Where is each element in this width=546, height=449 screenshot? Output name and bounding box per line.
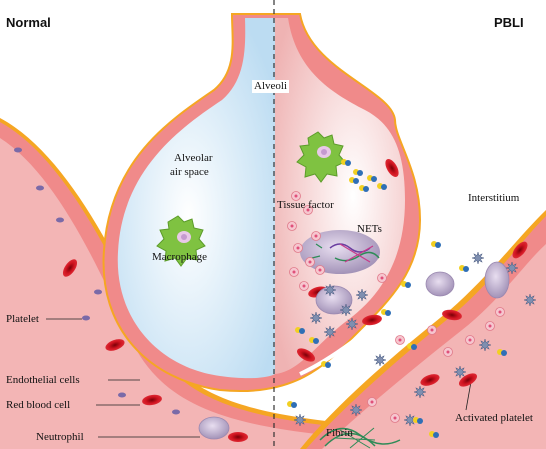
label-interstitium: Interstitium (468, 192, 520, 204)
factor-dot-blue (363, 186, 369, 192)
activated-platelet (523, 293, 537, 307)
activated-platelet (309, 311, 323, 325)
activated-platelet (293, 413, 307, 427)
factor-dot-blue (385, 310, 391, 316)
red-blood-cell (442, 309, 462, 321)
activated-platelet (413, 385, 427, 399)
tissue-factor-core (306, 208, 310, 212)
tissue-factor-core (294, 194, 298, 198)
activated-platelet (478, 338, 492, 352)
red-blood-cell (362, 314, 382, 326)
neutrophil (425, 271, 455, 297)
activated-platelet (349, 403, 363, 417)
factor-dot-blue (501, 350, 507, 356)
platelet (118, 392, 126, 398)
tissue-factor-core (398, 338, 402, 342)
factor-dot-blue (353, 178, 359, 184)
activated-platelet (373, 353, 387, 367)
fibrin-mesh (319, 427, 401, 449)
red-blood-cell (142, 394, 162, 406)
factor-dot-blue (325, 362, 331, 368)
factor-dot-blue (313, 338, 319, 344)
neutrophil (198, 416, 230, 440)
tissue-factor-core (292, 270, 296, 274)
label-air-space: air space (170, 166, 209, 178)
tissue-factor-core (290, 224, 294, 228)
red-blood-cell (296, 348, 316, 362)
label-nets: NETs (357, 223, 382, 235)
tissue-factor-core (380, 276, 384, 280)
tissue-factor-core (314, 234, 318, 238)
activated-platelet (345, 317, 359, 331)
factor-dot-blue (381, 184, 387, 190)
factor-dot-blue (291, 402, 297, 408)
leader-lines (46, 318, 473, 438)
tissue-factor-core (302, 284, 306, 288)
factor-dot-blue (463, 266, 469, 272)
red-blood-cell (420, 374, 440, 386)
red-blood-cell (62, 259, 78, 277)
panel-label-normal: Normal (6, 15, 51, 30)
factor-dot-blue (357, 170, 363, 176)
tissue-factor-core (498, 310, 502, 314)
tissue-factor-core (308, 260, 312, 264)
red-blood-cell (105, 339, 125, 351)
factor-dot-blue (411, 344, 417, 350)
platelet (82, 315, 90, 321)
red-blood-cell (385, 158, 399, 178)
factor-dot-blue (405, 282, 411, 288)
label-neutrophil: Neutrophil (36, 431, 84, 443)
red-blood-cell (458, 373, 478, 387)
factor-dot-blue (433, 432, 439, 438)
normal-air-space (117, 18, 275, 379)
tissue-factor-core (430, 328, 434, 332)
platelet (14, 147, 22, 153)
tissue-factor-core (370, 400, 374, 404)
factor-dot-blue (299, 328, 305, 334)
label-fibrin: Fibrin (326, 427, 353, 439)
tissue-factor-core (296, 246, 300, 250)
normal-capillary (0, 118, 546, 449)
tissue-factor-core (446, 350, 450, 354)
activated-platelet (323, 325, 337, 339)
activated-platelet (323, 283, 337, 297)
factor-dot-blue (417, 418, 423, 424)
nets-cell (300, 230, 380, 274)
label-tissue-factor: Tissue factor (277, 199, 334, 211)
platelet (94, 289, 102, 295)
label-alveoli: Alveoli (252, 80, 289, 93)
red-blood-cell (512, 241, 528, 259)
tissue-factor-core (318, 268, 322, 272)
tissue-factor-core (393, 416, 397, 420)
tissue-factor-core (488, 324, 492, 328)
macrophage-normal (156, 215, 206, 267)
tissue-factor-core (468, 338, 472, 342)
platelet (56, 217, 64, 223)
factor-dot-blue (345, 160, 351, 166)
neutrophil (484, 261, 510, 299)
pbli-capillary (300, 210, 546, 449)
platelet (36, 185, 44, 191)
platelet (172, 409, 180, 415)
label-endothelial-cells: Endothelial cells (6, 374, 80, 386)
factor-dot-blue (435, 242, 441, 248)
activated-platelet (339, 303, 353, 317)
activated-platelet (355, 288, 369, 302)
activated-platelet (403, 413, 417, 427)
label-alveolar: Alveolar (174, 152, 213, 164)
activated-platelet (505, 261, 519, 275)
activated-platelet (471, 251, 485, 265)
factor-dot-blue (371, 176, 377, 182)
red-blood-cell (228, 432, 248, 442)
label-platelet: Platelet (6, 313, 39, 325)
label-activated-platelet: Activated platelet (455, 412, 533, 424)
activated-platelet (453, 365, 467, 379)
macrophage-pbli (296, 131, 346, 183)
label-red-blood-cell: Red blood cell (6, 399, 71, 411)
panel-label-pbli: PBLI (494, 15, 524, 30)
label-macrophage: Macrophage (152, 251, 207, 263)
